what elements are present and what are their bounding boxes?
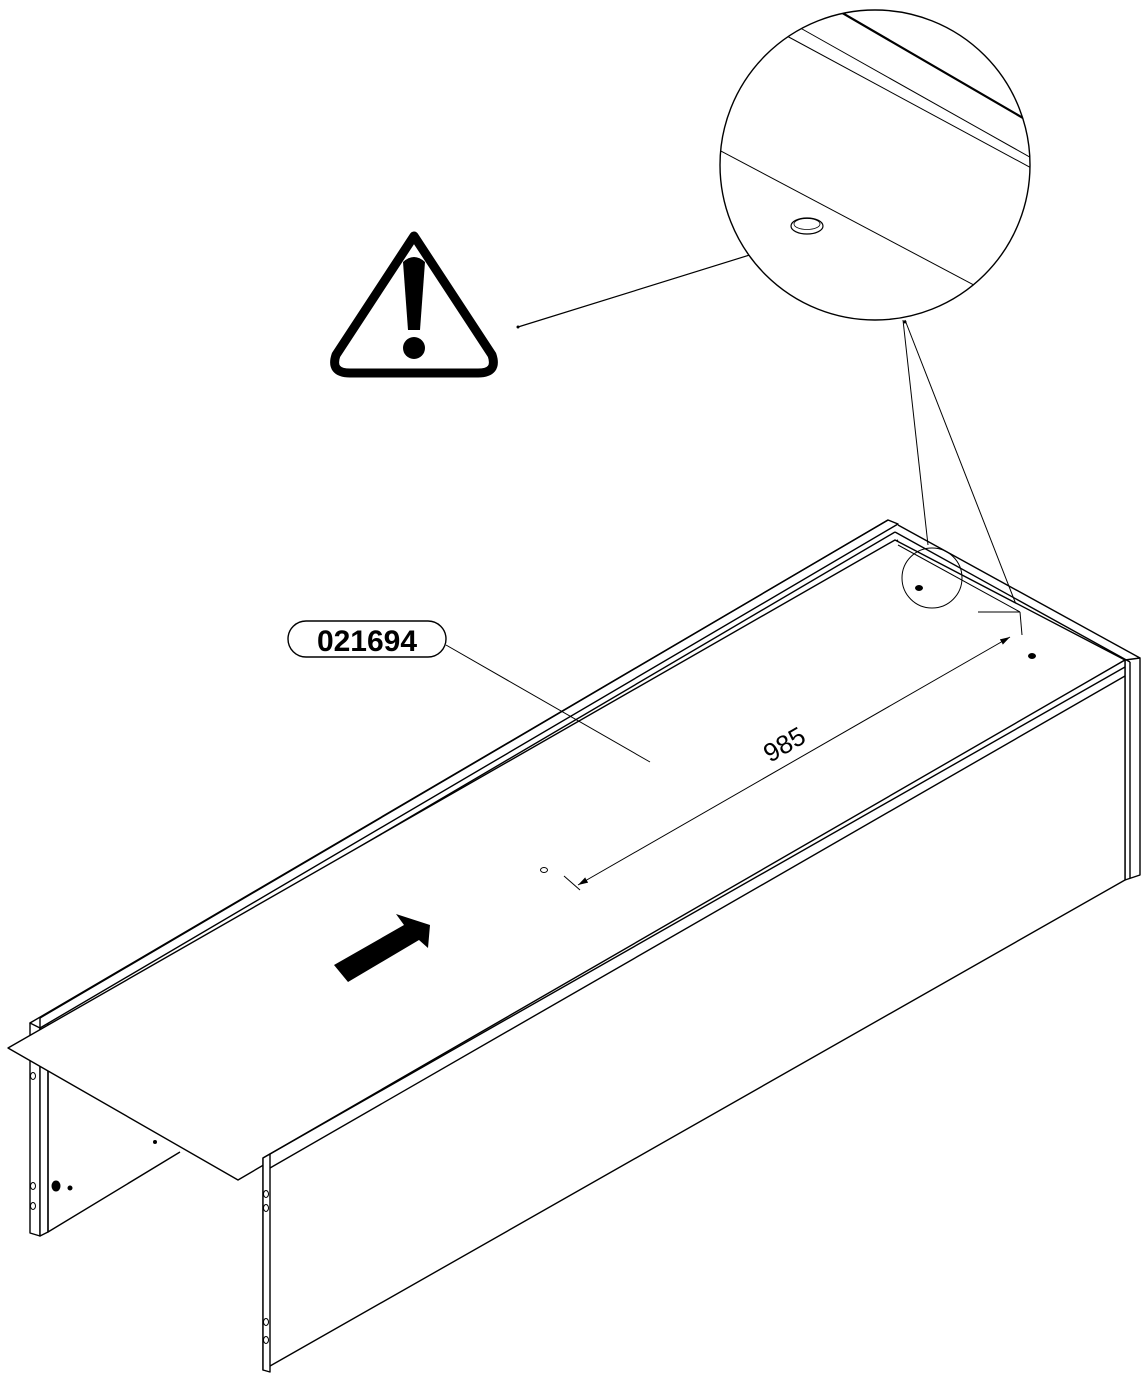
warning-triangle-icon <box>330 231 498 378</box>
cabinet-assembly <box>7 519 1141 1373</box>
part-number-text: 021694 <box>317 625 417 658</box>
dimension-985 <box>563 636 1011 891</box>
detail-callout-circle <box>901 547 963 609</box>
warning-leader-line <box>517 243 786 328</box>
right-side-panel <box>1124 657 1141 881</box>
part-number-callout: 021694 <box>287 620 651 763</box>
detail-magnifier <box>719 9 1031 321</box>
fittings <box>30 585 1036 1344</box>
detail-connector-lines <box>902 319 1029 636</box>
arrow-icon <box>334 914 430 982</box>
